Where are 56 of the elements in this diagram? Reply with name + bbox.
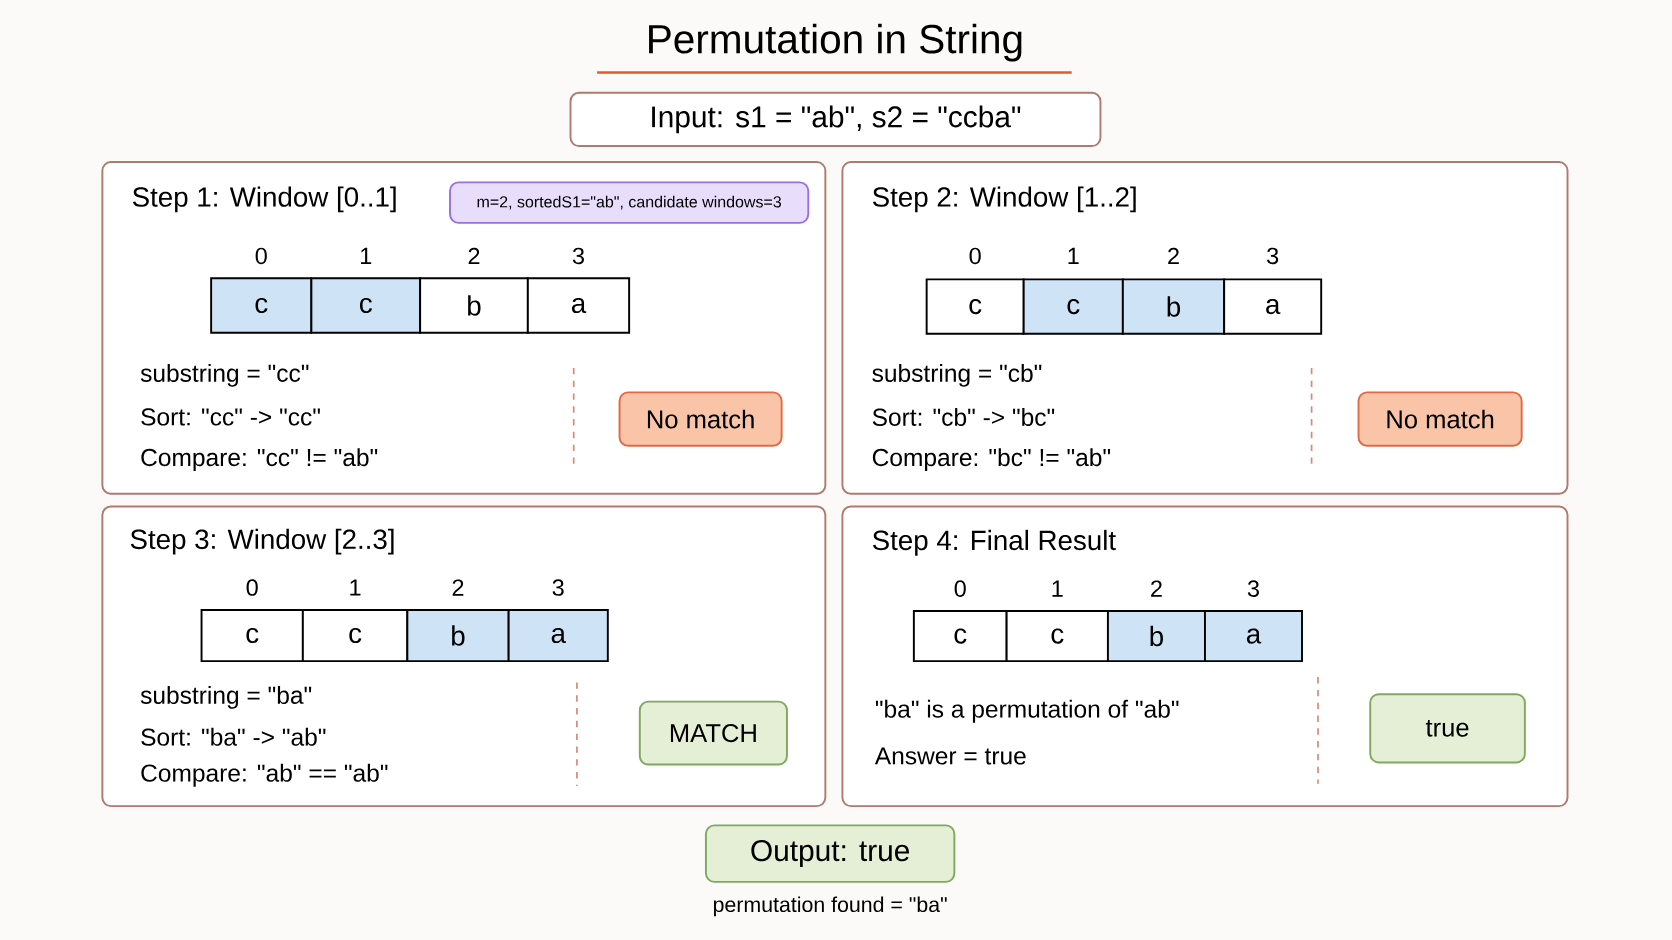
step-heading: Step 2: Window [1..2] xyxy=(872,186,1136,213)
array-cell: b xyxy=(1106,609,1206,662)
index-label: 3 xyxy=(1247,580,1259,597)
array-cell: c xyxy=(1005,609,1109,662)
index-label: 0 xyxy=(954,580,966,597)
code-line: substring = "cb" xyxy=(872,363,1042,387)
code-line: Compare: "ab" == "ab" xyxy=(141,763,388,787)
code-line: "ba" is a permutation of "ab" xyxy=(875,699,1179,723)
index-label: 2 xyxy=(468,247,480,264)
index-label: 2 xyxy=(452,579,464,596)
code-line: substring = "ba" xyxy=(140,685,312,709)
info-badge: m=2, sortedS1="ab", candidate windows=3 xyxy=(449,181,810,224)
code-line: Answer = true xyxy=(874,747,1026,765)
code-line: Compare: "cc" != "ab" xyxy=(141,447,378,471)
index-label: 0 xyxy=(246,579,258,596)
index-label: 0 xyxy=(255,247,267,264)
array-cell: a xyxy=(1223,278,1323,335)
step-heading: Step 4: Final Result xyxy=(872,529,1116,556)
index-label: 3 xyxy=(552,579,564,596)
input-box: Input: s1 = "ab", s2 = "ccba" xyxy=(569,91,1102,147)
index-label: 1 xyxy=(1052,580,1063,597)
array-cell: c xyxy=(310,277,422,334)
index-label: 0 xyxy=(969,247,981,264)
result-box: MATCH xyxy=(638,700,788,766)
result-box: No match xyxy=(1357,391,1523,447)
array-cell: a xyxy=(1204,609,1303,662)
array-cell: c xyxy=(912,609,1008,662)
step-heading: Step 1: Window [0..1] xyxy=(132,186,396,213)
index-label: 1 xyxy=(1068,247,1079,264)
note: permutation found = "ba" xyxy=(714,896,947,917)
array-cell: c xyxy=(200,608,304,662)
result-box: No match xyxy=(618,391,783,447)
index-label: 1 xyxy=(350,579,361,596)
index-label: 2 xyxy=(1151,580,1162,597)
code-line: Compare: "bc" != "ab" xyxy=(872,447,1111,471)
step-heading: Step 3: Window [2..3] xyxy=(130,528,394,555)
index-label: 2 xyxy=(1168,247,1179,264)
output-box: Output: true xyxy=(704,824,956,883)
code-line: Sort: "cc" -> "cc" xyxy=(141,408,320,426)
code-line: Sort: "ba" -> "ab" xyxy=(141,727,326,746)
index-label: 3 xyxy=(1267,247,1279,264)
array-cell: c xyxy=(301,608,409,662)
array-cell: c xyxy=(1022,278,1124,335)
code-line: substring = "cc" xyxy=(140,363,309,387)
index-label: 3 xyxy=(572,247,584,264)
array-cell: c xyxy=(925,278,1025,335)
array-cell: b xyxy=(419,277,529,334)
title: Permutation in String xyxy=(649,23,1022,62)
array-cell: b xyxy=(1121,278,1226,335)
result-box: true xyxy=(1369,693,1526,764)
array-cell: a xyxy=(507,608,609,662)
array-cell: b xyxy=(406,608,510,662)
array-cell: a xyxy=(526,277,631,334)
array-cell: c xyxy=(210,277,313,334)
index-label: 1 xyxy=(361,247,372,264)
code-line: Sort: "cb" -> "bc" xyxy=(872,407,1055,426)
